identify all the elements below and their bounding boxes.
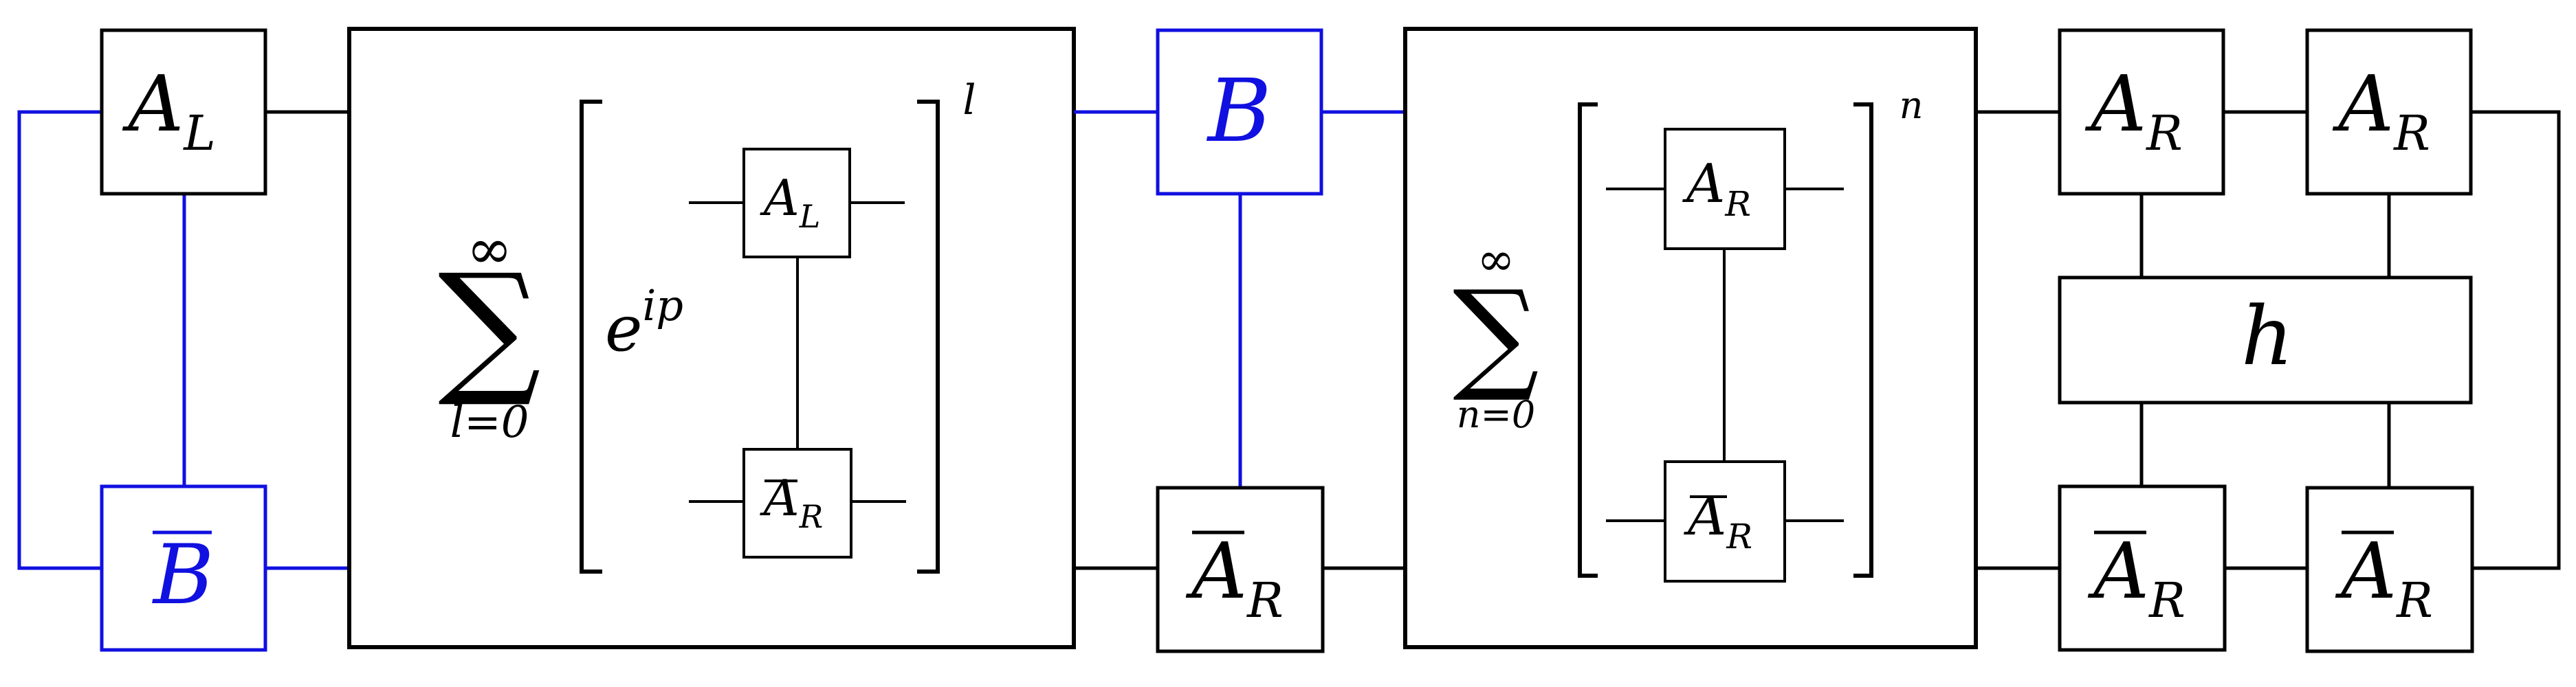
tensor-ARbar2-label: AR	[2335, 527, 2433, 629]
sum1-right-bracket	[917, 100, 940, 574]
inner-tensor-ARbar-label: AR	[760, 469, 824, 535]
right-closing-loop	[2471, 110, 2561, 570]
sum1-left-bracket	[580, 100, 602, 574]
tensor-Bbar-box	[100, 484, 267, 652]
sum1-power: l	[962, 76, 976, 124]
inner-tensor-AL-label: AL	[760, 169, 821, 235]
left-blue-loop	[17, 110, 102, 570]
tensor-AR2-box	[2305, 28, 2473, 196]
tensor-Bbar-label: B	[152, 528, 214, 623]
sum2-upper-limit: ∞	[1477, 233, 1515, 286]
tensor-AL-box	[100, 28, 267, 196]
tensor-ARbar1-label: AR	[2087, 527, 2186, 629]
tensor-ARbar2-box	[2305, 486, 2474, 653]
sum1-lower-limit: l=0	[450, 397, 529, 448]
left-section: AL B	[17, 28, 349, 652]
sum2-lower-limit: n=0	[1457, 393, 1535, 436]
sum1-upper-limit: ∞	[467, 217, 513, 281]
sum2-power: n	[1900, 84, 1924, 127]
inner-tensor-AR-box	[1664, 128, 1786, 250]
inner-tensor-ARbar2-box	[1664, 460, 1786, 583]
sum2-section: ∞ ∑ n=0 n AR AR	[1403, 27, 1978, 649]
tensor-B-label: B	[1207, 60, 1272, 161]
inner-tensor-ARbar2-label: AR	[1684, 486, 1752, 556]
sum2-right-bracket	[1853, 102, 1873, 578]
tensor-AR1-label: AR	[2084, 60, 2183, 161]
tensor-h-box	[2058, 275, 2473, 405]
tensor-AL-label: AL	[122, 60, 215, 161]
sum1-sigma: ∑	[438, 243, 541, 411]
middle-section: B AR	[1074, 28, 1405, 653]
sum1-section: ∞ ∑ l=0 l eip AL AR	[347, 27, 1076, 649]
sum2-sigma: ∑	[1453, 264, 1539, 405]
tensor-ARbar-mid-box	[1156, 486, 1325, 653]
tensor-ARbar1-box	[2058, 484, 2227, 652]
inner-tensor-AL-box	[742, 148, 851, 258]
sum2-left-bracket	[1578, 102, 1598, 578]
tensor-B-box	[1156, 28, 1323, 196]
inner-tensor-AR-label: AR	[1682, 153, 1751, 224]
tensor-AR2-label: AR	[2332, 60, 2430, 161]
tensor-AR1-box	[2058, 28, 2225, 196]
sum1-phase: eip	[605, 280, 683, 365]
inner-tensor-ARbar-box	[742, 448, 852, 559]
right-section: AR AR h AR AR	[1976, 28, 2561, 653]
sum1-box	[347, 27, 1076, 649]
tensor-ARbar-mid-label: AR	[1185, 527, 1284, 629]
tensor-h-label: h	[2241, 289, 2293, 383]
